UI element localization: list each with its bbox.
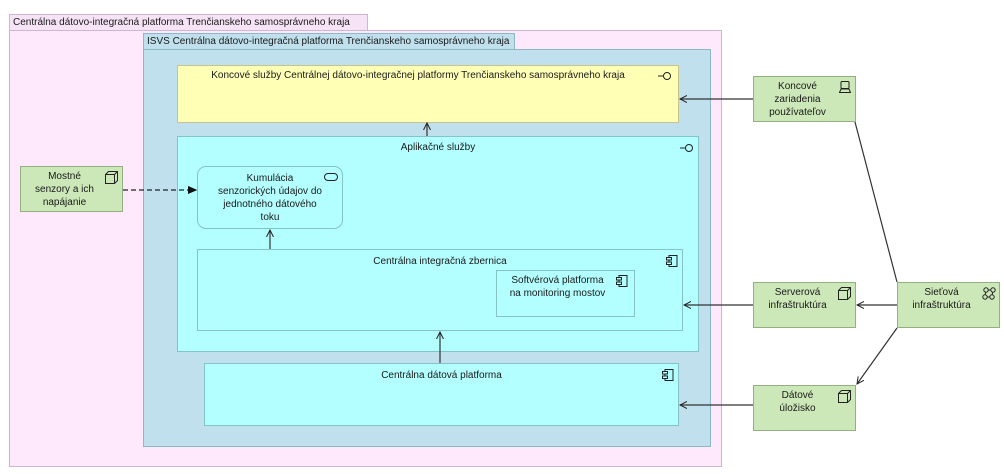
network-icon: [982, 287, 996, 300]
node-icon: [838, 390, 851, 403]
bridge-sensors-line-1: Mostné: [48, 171, 81, 182]
end-devices-device[interactable]: Koncové zariadenia používateľov: [753, 76, 856, 122]
interface-icon: [680, 144, 693, 152]
connector-devices-network[interactable]: [854, 121, 898, 283]
isvs-group-tab[interactable]: ISVS Centrálna dátovo-integračná platfor…: [143, 33, 515, 50]
data-storage-node[interactable]: Dátové úložisko: [753, 385, 856, 431]
accumulation-service[interactable]: Kumulácia senzorických údajov do jednotn…: [197, 166, 343, 229]
network-infrastructure[interactable]: Sieťová infraštruktúra: [897, 282, 1000, 328]
integration-bus-label: Centrálna integračná zbernica: [373, 256, 507, 267]
end-services-interface[interactable]: Koncové služby Centrálnej dátovo-integra…: [177, 65, 679, 123]
software-platform-line-2: na monitoring mostov: [509, 288, 606, 299]
node-icon: [105, 171, 118, 184]
network-infra-line-2: infraštruktúra: [912, 300, 971, 311]
server-infrastructure-node[interactable]: Serverová infraštruktúra: [753, 282, 856, 328]
application-services-label: Aplikačné služby: [400, 142, 476, 153]
data-storage-line-1: Dátové: [781, 390, 814, 401]
server-infra-line-2: infraštruktúra: [768, 300, 827, 311]
server-infra-line-1: Serverová: [774, 287, 821, 298]
accumulation-line-1: Kumulácia: [246, 173, 294, 184]
service-icon: [324, 173, 338, 181]
component-icon: [616, 275, 628, 287]
component-icon: [662, 369, 674, 381]
end-services-label: Koncové služby Centrálnej dátovo-integra…: [211, 70, 625, 81]
node-icon: [838, 287, 851, 300]
network-infra-line-1: Sieťová: [924, 287, 959, 298]
data-storage-line-2: úložisko: [779, 403, 816, 414]
interface-icon: [658, 72, 671, 80]
bridge-sensors-line-3: napájanie: [42, 197, 87, 208]
component-icon: [666, 255, 678, 267]
connector-network-to-storage[interactable]: [857, 327, 898, 384]
bridge-sensors-line-2: senzory a ich: [35, 184, 94, 195]
device-icon: [839, 81, 851, 93]
software-platform-component[interactable]: Softvérová platforma na monitoring mosto…: [496, 270, 635, 317]
outer-group-tab[interactable]: Centrálna dátovo-integračná platforma Tr…: [9, 14, 368, 31]
data-platform-label: Centrálna dátová platforma: [381, 370, 502, 381]
accumulation-line-2: senzorických údajov do: [218, 186, 322, 197]
end-devices-line-1: Koncové: [778, 81, 817, 92]
data-platform-component[interactable]: Centrálna dátová platforma: [204, 363, 679, 426]
isvs-group-label: ISVS Centrálna dátovo-integračná platfor…: [147, 36, 510, 47]
accumulation-line-4: toku: [260, 212, 280, 223]
accumulation-line-3: jednotného dátového: [223, 199, 317, 210]
bridge-sensors-node[interactable]: Mostné senzory a ich napájanie: [20, 166, 123, 212]
end-devices-line-3: používateľov: [769, 107, 826, 118]
end-devices-line-2: zariadenia: [774, 94, 821, 105]
outer-group-label: Centrálna dátovo-integračná platforma Tr…: [13, 17, 350, 28]
software-platform-line-1: Softvérová platforma: [511, 275, 604, 286]
